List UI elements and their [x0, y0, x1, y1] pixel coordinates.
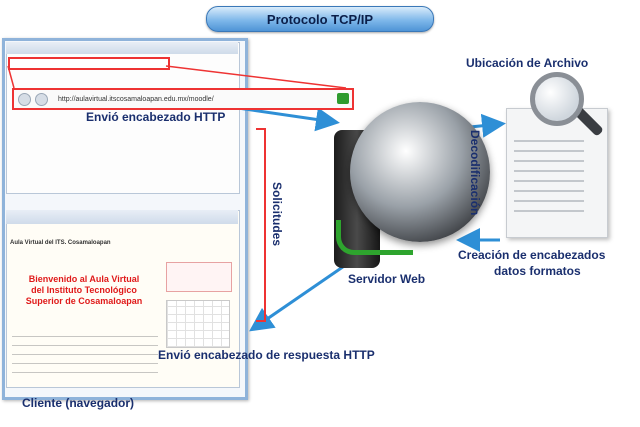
magnifier-icon: [530, 72, 584, 126]
arrow-response: [249, 260, 351, 332]
forward-icon: [35, 92, 48, 106]
site-title: Aula Virtual del ITS. Cosamaloapan: [10, 240, 111, 246]
label-respuesta-http: Envió encabezado de respuesta HTTP: [158, 348, 375, 362]
label-envio-encabezado: Envió encabezado HTTP: [86, 110, 226, 124]
browser-tabbar-response: [6, 210, 238, 224]
address-url: http://aulavirtual.itscosamaloapan.edu.m…: [58, 95, 214, 103]
browser-address-bar-highlight: [8, 57, 170, 70]
label-decodificacion: Decodificación: [468, 130, 482, 216]
label-solicitudes: Solicitudes: [270, 182, 284, 247]
browser-tabbar: [6, 42, 238, 54]
welcome-text: Bienvenido al Aula Virtual del Instituto…: [25, 274, 143, 306]
arrow-request: [237, 106, 340, 132]
calendar-widget: [166, 300, 230, 348]
label-cliente: Cliente (navegador): [22, 396, 135, 410]
label-datos-formatos: datos formatos: [494, 264, 581, 278]
callout-line-right: [165, 65, 347, 89]
side-panel: [166, 262, 232, 292]
callout-line-left: [7, 65, 15, 89]
diagram-title: Protocolo TCP/IP: [206, 6, 434, 32]
go-icon: [337, 93, 349, 104]
document-lines: [514, 140, 584, 220]
address-bar-zoomed: http://aulavirtual.itscosamaloapan.edu.m…: [12, 88, 354, 110]
globe-icon: [350, 102, 490, 242]
label-ubicacion-archivo: Ubicación de Archivo: [466, 56, 589, 70]
page-body-text: [12, 336, 158, 376]
back-icon: [18, 92, 31, 106]
label-creacion-encabezados: Creación de encabezados: [458, 248, 606, 262]
label-servidor-web: Servidor Web: [348, 272, 426, 286]
cable-icon: [336, 220, 413, 255]
requests-bracket: [256, 128, 266, 322]
